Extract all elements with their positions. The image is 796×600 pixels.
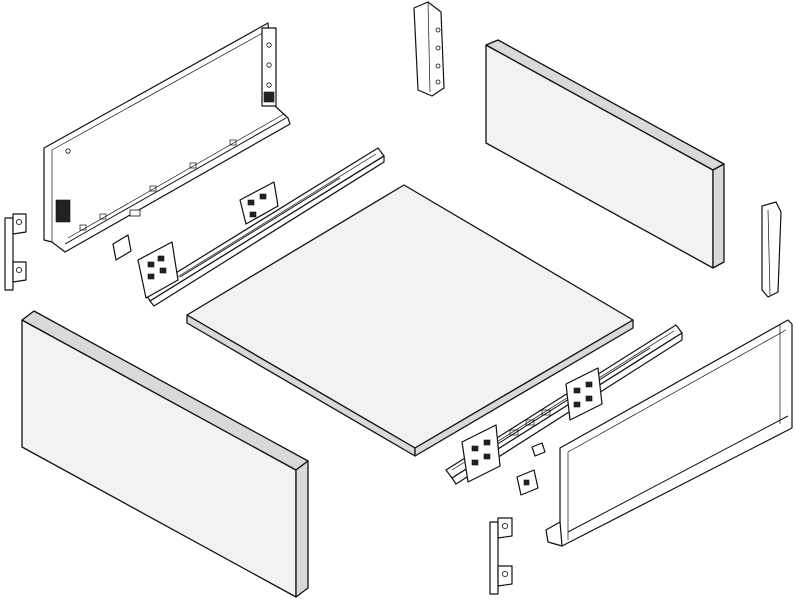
front-panel xyxy=(21,310,309,598)
back-panel xyxy=(485,39,725,269)
left-front-bracket xyxy=(4,213,27,291)
right-side-wall xyxy=(545,319,793,547)
right-runner xyxy=(445,324,683,485)
left-wall-rear-fixing xyxy=(261,27,277,107)
drawer-bottom xyxy=(186,184,634,457)
left-runner-coupling xyxy=(239,181,279,225)
right-front-bracket xyxy=(489,517,513,595)
left-runner xyxy=(137,147,385,307)
right-rear-bracket xyxy=(761,201,782,298)
left-rear-bracket xyxy=(413,1,445,97)
right-runner-front-lock xyxy=(461,424,501,483)
right-runner-coupling xyxy=(565,367,603,421)
left-side-wall xyxy=(43,22,291,253)
right-clip xyxy=(516,442,546,496)
left-runner-front-lock xyxy=(137,241,179,299)
left-clip xyxy=(112,234,132,261)
